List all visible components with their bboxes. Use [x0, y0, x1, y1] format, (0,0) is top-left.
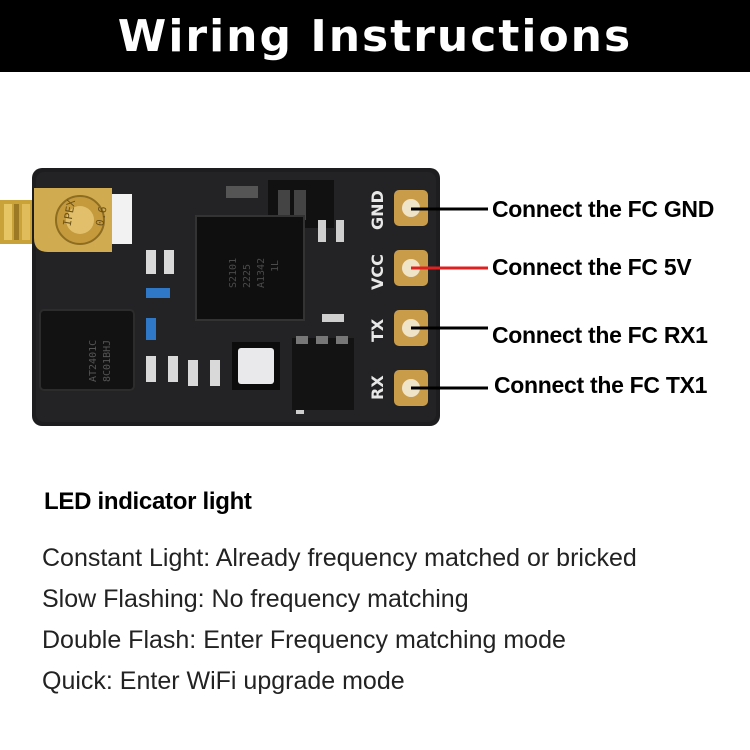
passive-components [146, 220, 344, 414]
antenna-pad: IPEX 0.6 [34, 188, 112, 252]
main-chip-marking-1: S2101 [228, 258, 239, 288]
led [232, 342, 280, 390]
connection-label-tx1: Connect the FC TX1 [494, 372, 708, 398]
amplifier-chip-marking-1: AT2401C [88, 340, 99, 382]
led-mode-item: Quick: Enter WiFi upgrade mode [42, 667, 405, 695]
receiver-board-illustration: IPEX 0.6 S2101 2225 A1342 1L AT2401C 8C0… [0, 168, 440, 426]
pin-label-vcc: VCC [368, 254, 387, 290]
led-mode-item: Constant Light: Already frequency matche… [42, 544, 637, 572]
connection-label-rx1: Connect the FC RX1 [492, 322, 708, 348]
title-banner: Wiring Instructions [0, 0, 750, 72]
pin-label-gnd: GND [368, 190, 387, 230]
amplifier-chip-marking-2: 8C01BHJ [102, 340, 113, 382]
connection-label-gnd: Connect the FC GND [492, 196, 715, 222]
solder-pad-tx [394, 310, 428, 346]
connection-label-5v: Connect the FC 5V [492, 254, 692, 280]
main-chip-marking-4: 1L [270, 260, 281, 272]
solder-pad-gnd [394, 190, 428, 226]
led-mode-list: Constant Light: Already frequency matche… [42, 540, 637, 704]
main-chip-marking-3: A1342 [256, 258, 267, 288]
solder-pad-rx [394, 370, 428, 406]
led-mode-item: Slow Flashing: No frequency matching [42, 585, 469, 613]
antenna-marking-1: IPEX [61, 198, 78, 227]
page-title: Wiring Instructions [117, 10, 633, 62]
solder-pad-vcc [394, 250, 428, 286]
antenna-marking-2: 0.6 [93, 205, 109, 227]
led-mode-item: Double Flash: Enter Frequency matching m… [42, 626, 566, 654]
receiver-board-image: IPEX 0.6 S2101 2225 A1342 1L AT2401C 8C0… [0, 160, 450, 430]
amplifier-chip: AT2401C 8C01BHJ [39, 309, 135, 391]
pin-label-tx: TX [368, 318, 387, 342]
main-chip-marking-2: 2225 [242, 264, 253, 288]
main-chip: S2101 2225 A1342 1L [195, 215, 305, 321]
pin-label-rx: RX [368, 375, 387, 400]
led-section-title: LED indicator light [44, 488, 252, 515]
